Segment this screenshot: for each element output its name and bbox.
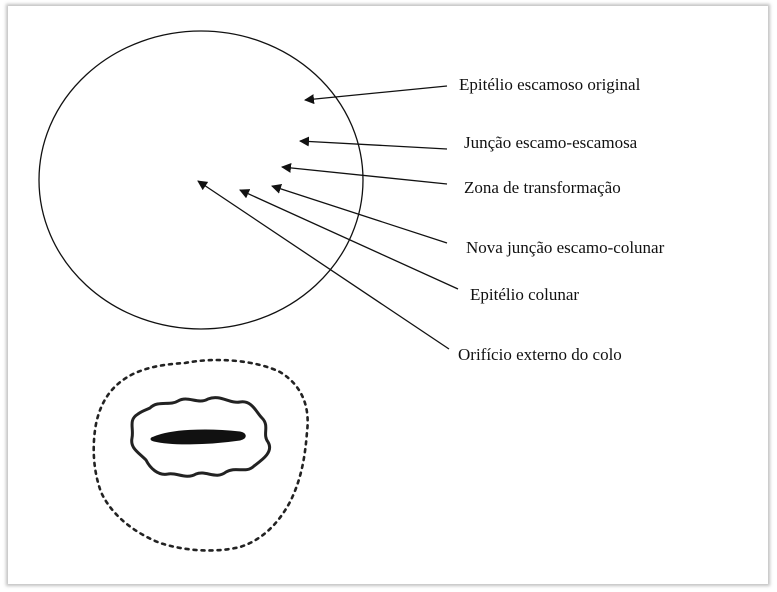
arrow-epitelio-escamoso-original [304, 85, 448, 105]
label-epitelio-escamoso-original: Epitélio escamoso original [459, 75, 641, 94]
arrow-epitelio-colunar [239, 189, 459, 290]
label-zona-de-transformacao: Zona de transformação [464, 178, 621, 197]
label-epitelio-colunar: Epitélio colunar [470, 285, 579, 304]
label-juncao-escamo-escamosa: Junção escamo-escamosa [464, 133, 638, 152]
cervix-outline [38, 30, 364, 330]
label-orificio-externo-do-colo: Orifício externo do colo [458, 345, 622, 364]
label-nova-juncao-escamo-colunar: Nova junção escamo-colunar [466, 238, 665, 257]
external-os [150, 429, 246, 445]
outer-dashed-boundary [92, 358, 309, 552]
arrow-orificio-externo [197, 180, 450, 350]
arrow-juncao-escamo-escamosa [299, 136, 448, 150]
diagram-panel [8, 6, 768, 584]
inner-wavy-outline [130, 396, 271, 478]
arrow-zona-de-transformacao [281, 162, 448, 185]
arrow-nova-juncao-escamo-colunar [271, 184, 448, 244]
